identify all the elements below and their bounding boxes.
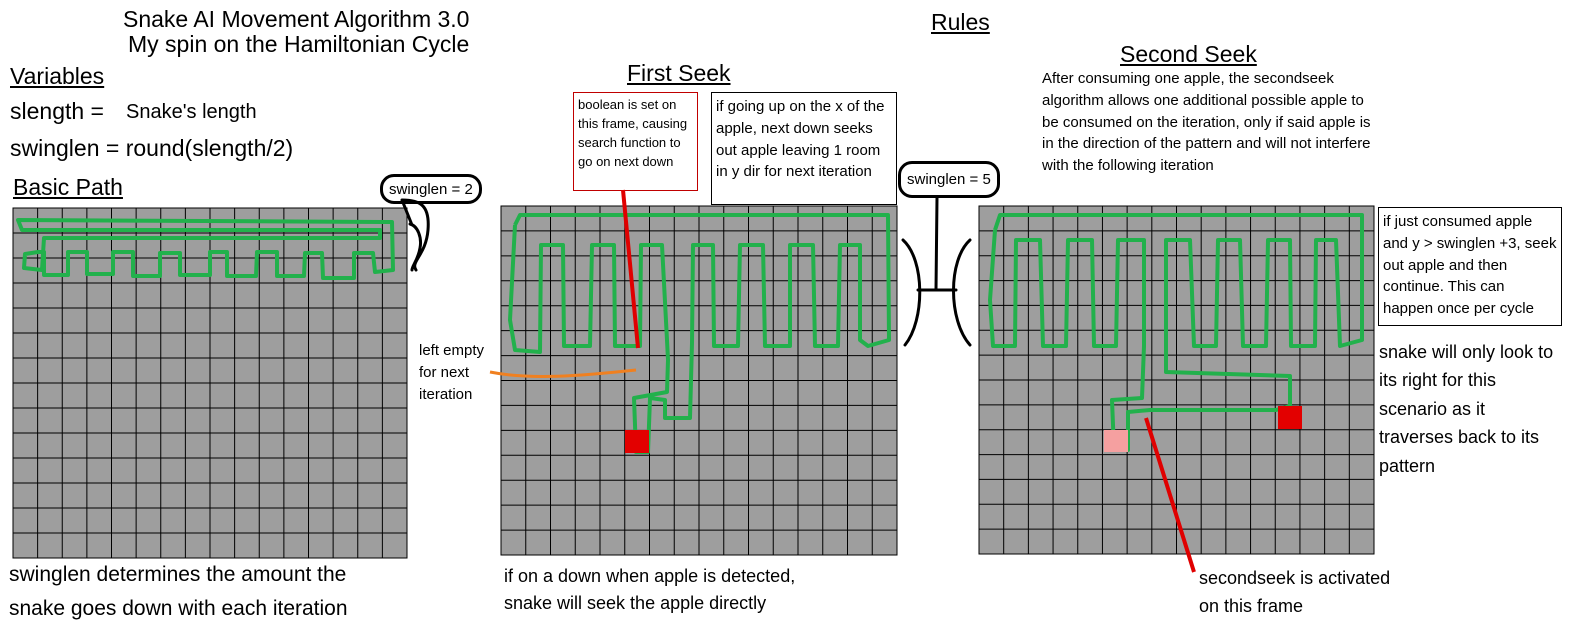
secondseek-caption-2: on this frame xyxy=(1199,596,1304,616)
first-seek-heading: First Seek xyxy=(627,60,731,86)
rules-heading: Rules xyxy=(931,9,990,35)
right-look-note: snake will only look to its right for th… xyxy=(1379,342,1554,476)
title-line-2: My spin on the Hamiltonian Cycle xyxy=(128,31,470,57)
grid-cells xyxy=(500,205,898,556)
basic-path-bracket xyxy=(400,198,430,272)
swinglen-2-tail xyxy=(400,199,414,226)
first-seek-snake xyxy=(508,213,891,454)
swinglen-formula: swinglen = round(slength/2) xyxy=(10,135,294,161)
first-seek-apple xyxy=(625,430,649,453)
secondseek-pointer-line xyxy=(1144,417,1196,573)
basic-path-caption-2: snake goes down with each iteration xyxy=(9,597,348,620)
second-seek-grid xyxy=(978,205,1375,555)
variables-heading: Variables xyxy=(10,63,105,89)
swinglen-2-bubble: swinglen = 2 xyxy=(380,174,482,204)
left-empty-note: left empty for next iteration xyxy=(419,342,485,403)
first-seek-rule-box: if going up on the x of the apple, next … xyxy=(711,92,897,205)
second-seek-heading: Second Seek xyxy=(1120,41,1257,67)
second-seek-description: After consuming one apple, the secondsee… xyxy=(1042,70,1371,174)
basic-path-heading: Basic Path xyxy=(13,174,123,200)
slength-label: slength = xyxy=(10,98,104,124)
left-empty-pointer xyxy=(489,368,637,378)
slength-definition: Snake's length xyxy=(126,101,257,123)
boolean-note-box: boolean is set on this frame, causing se… xyxy=(573,92,698,191)
swinglen-5-bracket xyxy=(901,196,972,347)
second-seek-apple xyxy=(1278,406,1302,429)
secondseek-caption-1: secondseek is activated xyxy=(1199,568,1391,588)
second-seek-snake xyxy=(988,213,1364,452)
first-seek-caption-2: snake will seek the apple directly xyxy=(504,593,767,613)
basic-path-snake xyxy=(16,218,395,280)
boolean-pointer-line xyxy=(621,189,640,349)
second-seek-apple-consumed xyxy=(1104,430,1128,452)
first-seek-caption-1: if on a down when apple is detected, xyxy=(504,566,796,586)
first-seek-grid xyxy=(500,205,898,556)
swinglen-5-bubble: swinglen = 5 xyxy=(898,161,1000,198)
grid-cells xyxy=(978,205,1375,555)
title-line-1: Snake AI Movement Algorithm 3.0 xyxy=(123,6,470,32)
second-seek-rule-box: if just consumed apple and y > swinglen … xyxy=(1378,207,1562,326)
basic-path-caption-1: swinglen determines the amount the xyxy=(9,563,347,586)
